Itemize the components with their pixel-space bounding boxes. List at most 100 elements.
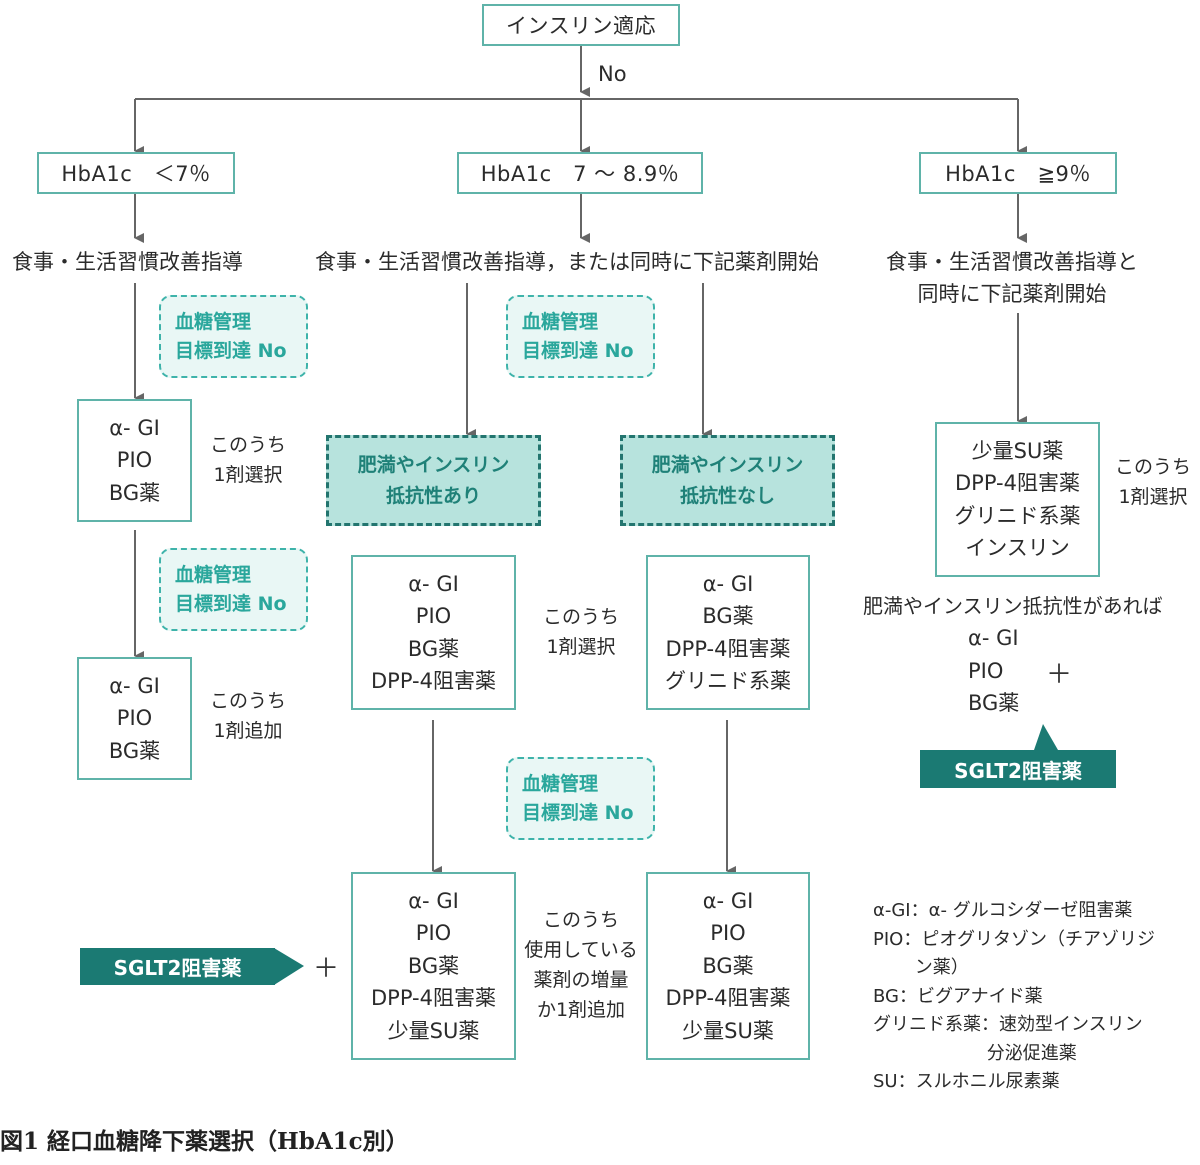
goal-line-2: 目標到達 No	[175, 339, 287, 362]
drug-item: PIO	[116, 706, 153, 731]
note-line: か1剤追加	[536, 999, 626, 1021]
note-line: このうち	[209, 690, 286, 712]
sglt2-right-pointer	[1034, 724, 1058, 750]
drug-item: PIO	[968, 658, 1004, 683]
middle-note-1: このうち 1剤選択	[537, 602, 625, 662]
obese-line: 肥満やインスリン	[357, 453, 510, 476]
legend-line: 分泌促進薬	[873, 1042, 1077, 1064]
drug-item: DPP-4阻害薬	[371, 986, 496, 1011]
drug-item: BG薬	[108, 738, 161, 763]
abbreviation-legend: α-GI：α- グルコシダーゼ阻害薬 PIO：ピオグリタゾン（チアゾリジ ン薬）…	[873, 897, 1155, 1097]
obese-line: 肥満やインスリン	[651, 453, 804, 476]
legend-line: α-GI：α- グルコシダーゼ阻害薬	[873, 900, 1133, 921]
right-note: このうち 1剤選択	[1108, 452, 1198, 512]
hba1c-7-8.9-label: HbA1c 7 ～ 8.9％	[480, 162, 680, 186]
right-guidance-line-1: 食事・生活習慣改善指導と	[886, 250, 1138, 274]
note-line: 1剤選択	[1118, 486, 1188, 508]
middle-goal-badge-1: 血糖管理 目標到達 No	[506, 295, 655, 378]
middle-drugs-yes-box: α- GI PIO BG薬 DPP-4阻害薬	[351, 555, 516, 710]
hba1c-lt7-box: HbA1c ＜7％	[37, 152, 235, 194]
middle-final-yes-box: α- GI PIO BG薬 DPP-4阻害薬 少量SU薬	[351, 872, 516, 1060]
insulin-indication-box: インスリン適応	[482, 4, 680, 46]
figure-caption: 図1 経口血糖降下薬選択（HbA1c別）	[0, 1128, 409, 1155]
note-line: 1剤選択	[546, 636, 616, 658]
goal-line-1: 血糖管理	[175, 563, 252, 586]
middle-note-2: このうち 使用している 薬剤の増量 か1剤追加	[519, 905, 643, 1025]
drug-item: DPP-4阻害薬	[955, 471, 1080, 495]
hba1c-7-8.9-box: HbA1c 7 ～ 8.9％	[457, 152, 703, 194]
note-line: このうち	[542, 909, 619, 931]
drug-item: インスリン	[965, 536, 1070, 560]
drug-item: α- GI	[702, 888, 754, 913]
drug-item: α- GI	[408, 571, 459, 596]
left-goal-badge-1: 血糖管理 目標到達 No	[159, 295, 308, 378]
middle-goal-badge-2: 血糖管理 目標到達 No	[506, 757, 655, 840]
drug-item: α- GI	[968, 626, 1019, 650]
drug-item: BG薬	[108, 480, 161, 505]
hba1c-lt7-label: HbA1c ＜7％	[61, 162, 211, 186]
right-drugs-box: 少量SU薬 DPP-4阻害薬 グリニド系薬 インスリン	[935, 422, 1100, 577]
legend-line: グリニド系薬：速効型インスリン	[873, 1014, 1143, 1035]
left-note-1: このうち 1剤選択	[205, 430, 291, 490]
drug-item: α- GI	[702, 571, 754, 596]
right-obese-text: 肥満やインスリン抵抗性があれば	[863, 594, 1163, 618]
drug-item: α- GI	[109, 415, 160, 440]
note-line: このうち	[542, 606, 619, 628]
obese-no-box: 肥満やインスリン 抵抗性なし	[620, 435, 835, 526]
right-guidance-text: 食事・生活習慣改善指導と 同時に下記薬剤開始	[886, 246, 1138, 310]
left-drugs-box-1: α- GI PIO BG薬	[77, 399, 192, 522]
drug-item: 少量SU薬	[387, 1018, 480, 1043]
legend-line: BG：ビグアナイド薬	[873, 985, 1043, 1007]
left-goal-badge-2: 血糖管理 目標到達 No	[159, 548, 308, 631]
drug-item: DPP-4阻害薬	[665, 636, 791, 661]
right-obese-drugs: α- GI PIO BG薬	[968, 622, 1019, 720]
hba1c-ge9-box: HbA1c ≧9％	[919, 152, 1117, 194]
drug-item: DPP-4阻害薬	[665, 986, 791, 1011]
drug-item: 少量SU薬	[971, 438, 1064, 463]
note-line: 1剤追加	[213, 720, 283, 742]
middle-guidance-text: 食事・生活習慣改善指導，または同時に下記薬剤開始	[315, 250, 819, 274]
drug-item: DPP-4阻害薬	[371, 669, 496, 693]
drug-item: グリニド系薬	[954, 503, 1081, 528]
drug-item: BG薬	[407, 636, 460, 661]
legend-line: ン薬）	[873, 957, 969, 978]
goal-line-1: 血糖管理	[175, 310, 252, 333]
drug-item: α- GI	[408, 888, 459, 913]
drug-item: 少量SU薬	[682, 1018, 774, 1043]
goal-line-1: 血糖管理	[522, 772, 599, 795]
sglt2-left-pointer	[274, 948, 304, 985]
note-line: 1剤選択	[213, 464, 283, 486]
obese-line: 抵抗性あり	[385, 484, 481, 507]
drug-item: BG薬	[702, 604, 754, 628]
legend-line: PIO：ピオグリタゾン（チアゾリジ	[873, 928, 1155, 950]
branch-no-label: No	[598, 62, 627, 86]
obese-yes-box: 肥満やインスリン 抵抗性あり	[326, 435, 541, 526]
obese-line: 抵抗性なし	[679, 484, 775, 507]
right-guidance-line-2: 同時に下記薬剤開始	[917, 282, 1107, 306]
left-guidance-text: 食事・生活習慣改善指導	[12, 250, 243, 274]
goal-line-2: 目標到達 No	[522, 801, 634, 824]
middle-drugs-no-box: α- GI BG薬 DPP-4阻害薬 グリニド系薬	[646, 555, 810, 710]
note-line: 薬剤の増量	[533, 969, 629, 991]
drug-item: BG薬	[407, 953, 460, 978]
drug-item: PIO	[116, 448, 153, 473]
goal-line-2: 目標到達 No	[522, 339, 634, 362]
right-sglt2-badge: SGLT2阻害薬	[920, 750, 1116, 788]
left-drugs-box-2: α- GI PIO BG薬	[77, 657, 192, 780]
drug-item: BG薬	[702, 953, 754, 978]
left-note-2: このうち 1剤追加	[205, 686, 291, 746]
drug-item: BG薬	[968, 691, 1020, 715]
middle-final-no-box: α- GI PIO BG薬 DPP-4阻害薬 少量SU薬	[646, 872, 810, 1060]
drug-item: α- GI	[109, 673, 160, 698]
right-plus-sign: ＋	[1046, 660, 1073, 690]
legend-line: SU：スルホニル尿素薬	[873, 1071, 1060, 1092]
note-line: このうち	[209, 434, 286, 456]
drug-item: PIO	[415, 921, 452, 946]
left-plus-sign: ＋	[313, 954, 340, 984]
drug-item: グリニド系薬	[665, 669, 791, 693]
drug-item: PIO	[710, 921, 746, 946]
insulin-indication-label: インスリン適応	[505, 14, 657, 38]
drug-item: PIO	[415, 604, 452, 628]
goal-line-1: 血糖管理	[522, 310, 599, 333]
